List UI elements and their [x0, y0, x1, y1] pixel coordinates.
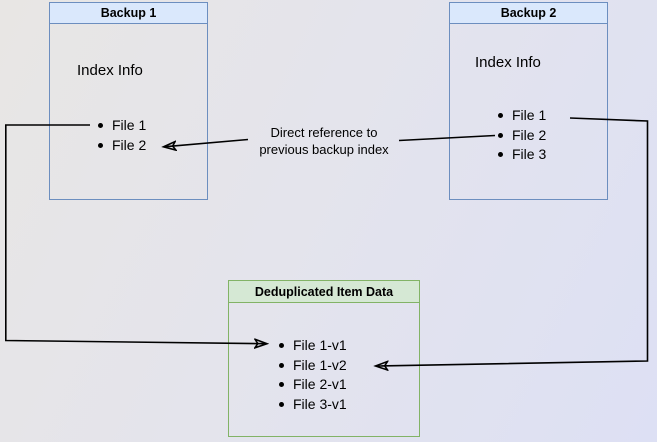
edge-label-line-2: previous backup index [259, 142, 389, 157]
node-backup-2-title: Backup 2 [450, 3, 607, 24]
backup-1-index-info-label: Index Info [77, 62, 143, 79]
edge-label-direct-reference: Direct reference to previous backup inde… [238, 124, 410, 158]
file-list-item: File 2 [498, 126, 546, 146]
file-list-item: File 1-v1 [279, 336, 347, 356]
backup-2-index-info-label: Index Info [475, 54, 541, 71]
node-deduplicated-item-data-title: Deduplicated Item Data [229, 281, 419, 303]
file-list-item: File 2 [98, 136, 146, 156]
file-list-item: File 2-v1 [279, 375, 347, 395]
file-list-item: File 3-v1 [279, 395, 347, 415]
file-list-item: File 1 [98, 116, 146, 136]
edge-label-line-1: Direct reference to [270, 125, 378, 140]
node-backup-1-title: Backup 1 [50, 3, 207, 24]
file-list-item: File 3 [498, 145, 546, 165]
file-list-item: File 1-v2 [279, 356, 347, 376]
file-list-item: File 1 [498, 106, 546, 126]
